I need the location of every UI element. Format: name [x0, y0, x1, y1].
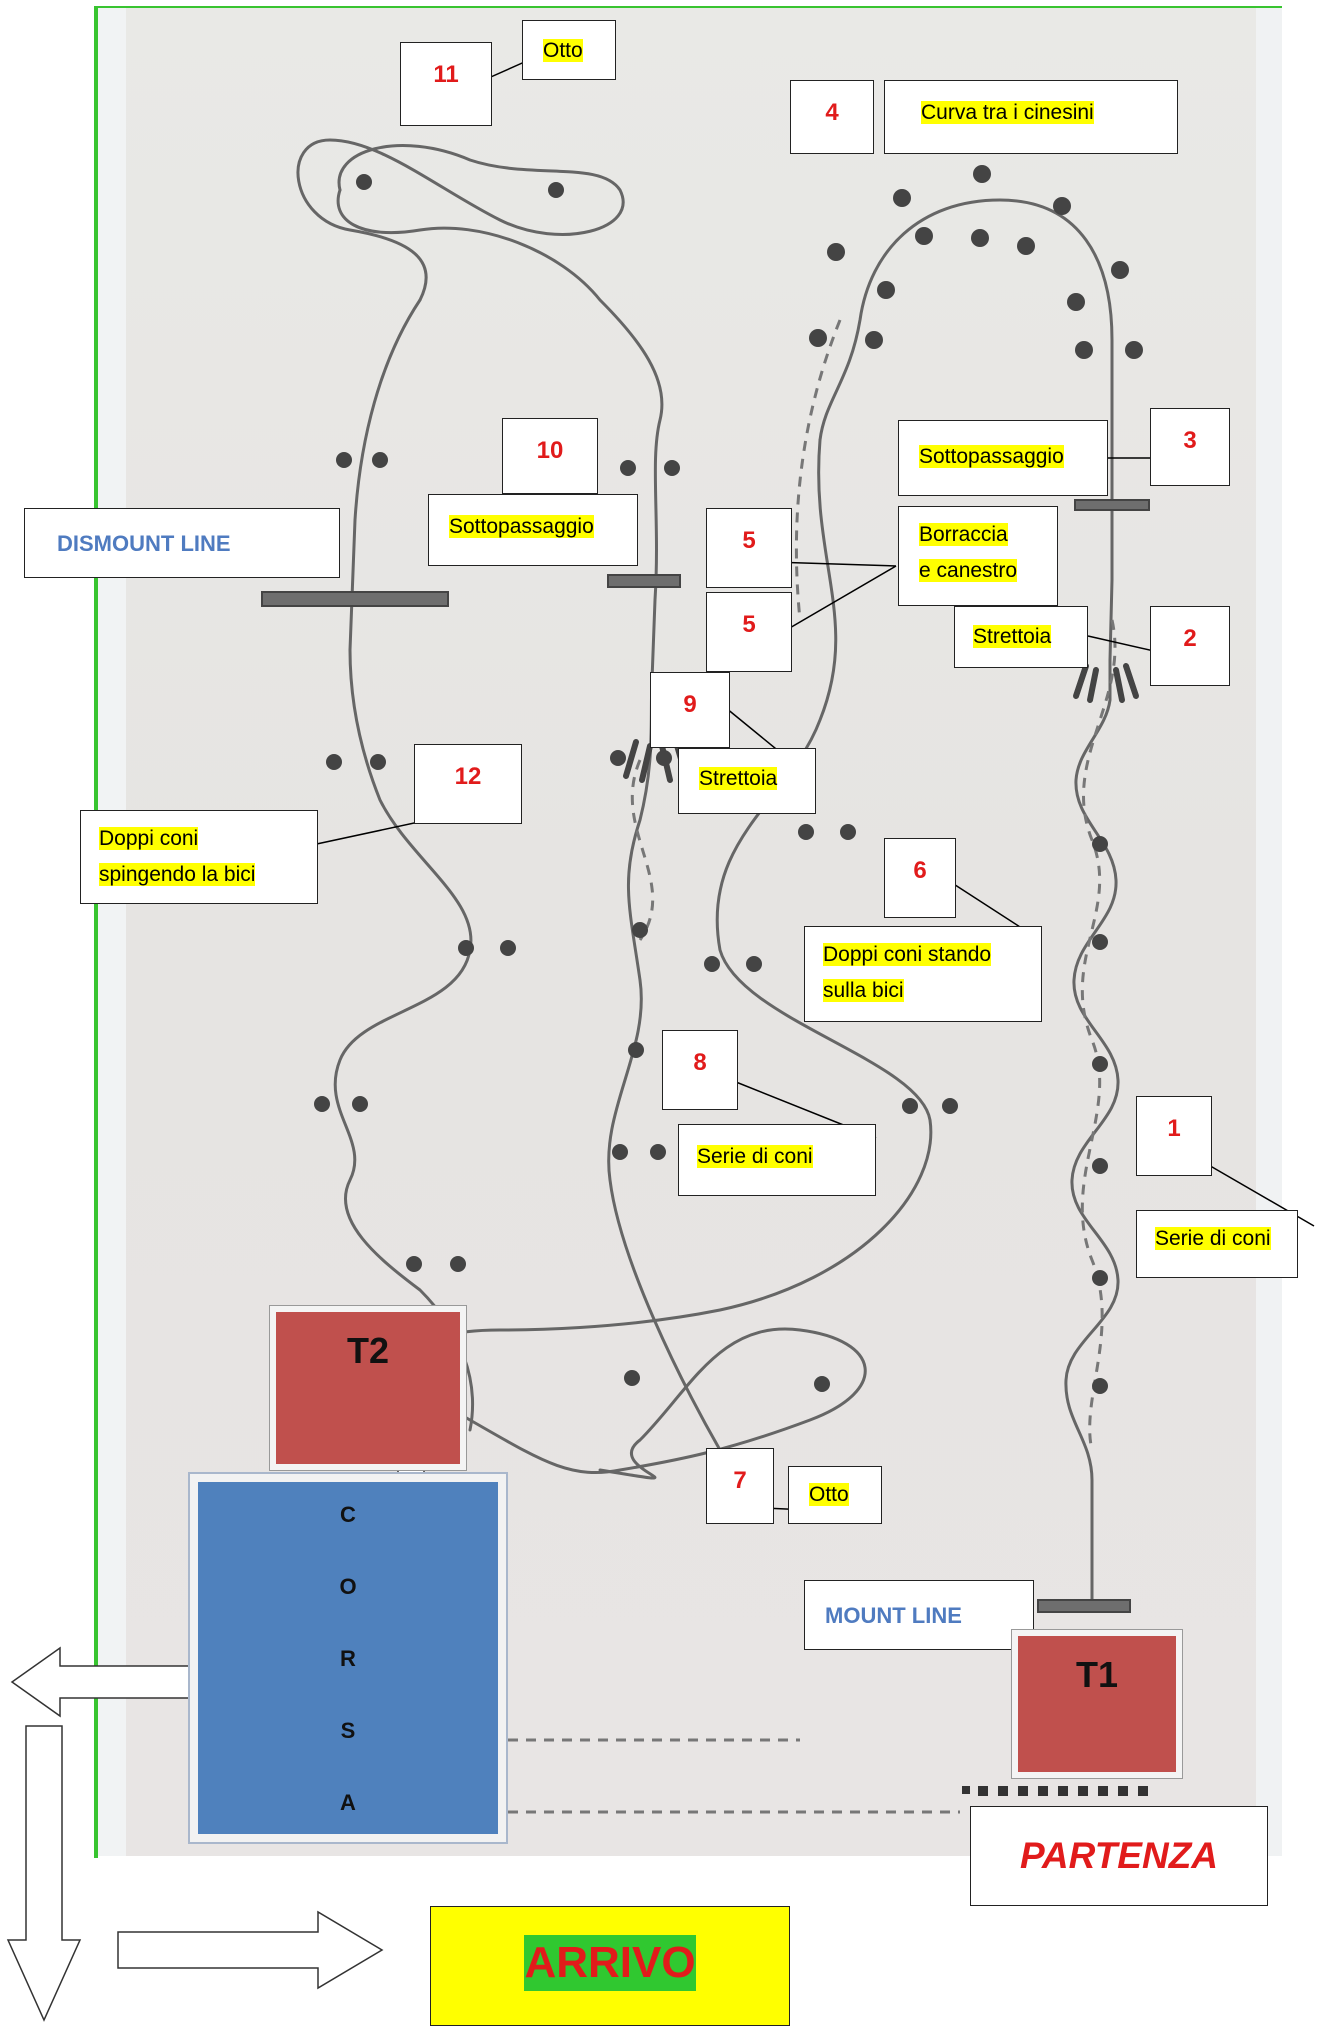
- corsa-letter: C: [340, 1502, 356, 1527]
- label-box-doppi-coni-stando: Doppi coni stando sulla bici: [804, 926, 1042, 1022]
- run-zone-corsa: C O R S A: [190, 1474, 506, 1842]
- label-borraccia-2: e canestro: [919, 558, 1018, 582]
- border-line: [94, 6, 1282, 8]
- number-box-7: 7: [706, 1448, 774, 1524]
- track-middle-left: [336, 188, 722, 1452]
- corsa-letter: A: [340, 1790, 356, 1815]
- dismount-bar: [261, 591, 449, 607]
- corsa-letter: O: [339, 1574, 357, 1599]
- number-box-12: 12: [414, 744, 522, 824]
- number-box-9: 9: [650, 672, 730, 748]
- border-line: [94, 6, 98, 1858]
- number-box-1: 1: [1136, 1096, 1212, 1176]
- number-box-2: 2: [1150, 606, 1230, 686]
- label-box-dismount: DISMOUNT LINE: [24, 508, 340, 578]
- transition-t2: T2: [270, 1306, 466, 1470]
- number-box-5b: 5: [706, 592, 792, 672]
- underpass-bar-right: [1074, 499, 1150, 511]
- number-box-3: 3: [1150, 408, 1230, 486]
- label-box-serie-coni-right: Serie di coni: [1136, 1210, 1298, 1278]
- track-middle: [498, 438, 933, 1332]
- t1-label: T1: [1075, 1654, 1118, 1695]
- number-box-6: 6: [884, 838, 956, 918]
- label-otto-bottom: Otto: [809, 1483, 849, 1506]
- label-box-strettoia-mid: Strettoia: [678, 748, 816, 814]
- number-box-8: 8: [662, 1030, 738, 1110]
- arrow-right: [117, 1910, 384, 1990]
- corsa-letter: S: [340, 1718, 356, 1743]
- label-box-serie-coni-mid: Serie di coni: [678, 1124, 876, 1196]
- underpass-bar-mid: [607, 574, 681, 588]
- mount-bar: [1037, 1599, 1131, 1613]
- label-curva: Curva tra i cinesini: [921, 101, 1094, 124]
- label-box-otto-bottom: Otto: [788, 1466, 882, 1524]
- label-doppi-stando-2: sulla bici: [823, 978, 904, 1002]
- cones: [314, 165, 1143, 1394]
- label-sottopassaggio-mid: Sottopassaggio: [449, 515, 594, 538]
- label-doppi-coni-2: spingendo la bici: [99, 862, 256, 886]
- number-box-10: 10: [502, 418, 598, 494]
- label-box-sottopassaggio-right: Sottopassaggio: [898, 420, 1108, 496]
- track-right: [818, 198, 1120, 1602]
- start-line: [962, 1786, 1148, 1796]
- label-box-mount: MOUNT LINE: [804, 1580, 1034, 1650]
- start-label-partenza: PARTENZA: [970, 1806, 1268, 1906]
- label-serie-coni-right: Serie di coni: [1155, 1227, 1271, 1250]
- label-box-curva: Curva tra i cinesini: [884, 80, 1178, 154]
- label-doppi-coni-1: Doppi coni: [99, 827, 199, 850]
- label-dismount-line: DISMOUNT LINE: [57, 531, 231, 556]
- label-borraccia-1: Borraccia: [919, 523, 1008, 546]
- arrow-down-left: [6, 1725, 82, 2022]
- label-box-otto-top: Otto: [522, 20, 616, 80]
- t2-label: T2: [346, 1330, 389, 1371]
- number-box-4: 4: [790, 80, 874, 154]
- figure-eight-7: [411, 1327, 867, 1480]
- label-strettoia-mid: Strettoia: [699, 767, 778, 790]
- label-doppi-stando-1: Doppi coni stando: [823, 943, 992, 966]
- number-box-5a: 5: [706, 508, 792, 588]
- label-serie-coni-mid: Serie di coni: [697, 1145, 813, 1168]
- corsa-letter: R: [340, 1646, 356, 1671]
- label-box-doppi-coni-spingendo: Doppi coni spingendo la bici: [80, 810, 318, 904]
- label-otto-top: Otto: [543, 39, 583, 62]
- label-box-sottopassaggio-mid: Sottopassaggio: [428, 494, 638, 566]
- figure-eight-11: [296, 138, 625, 302]
- finish-label-arrivo: ARRIVO: [430, 1906, 790, 2026]
- track-left: [333, 298, 475, 1432]
- label-sottopassaggio-right: Sottopassaggio: [919, 445, 1064, 468]
- label-box-strettoia-right: Strettoia: [954, 606, 1088, 668]
- number-box-11: 11: [400, 42, 492, 126]
- label-box-borraccia: Borraccia e canestro: [898, 506, 1058, 606]
- transition-t1: T1: [1012, 1630, 1182, 1778]
- label-mount-line: MOUNT LINE: [825, 1603, 962, 1628]
- label-strettoia-right: Strettoia: [973, 625, 1052, 648]
